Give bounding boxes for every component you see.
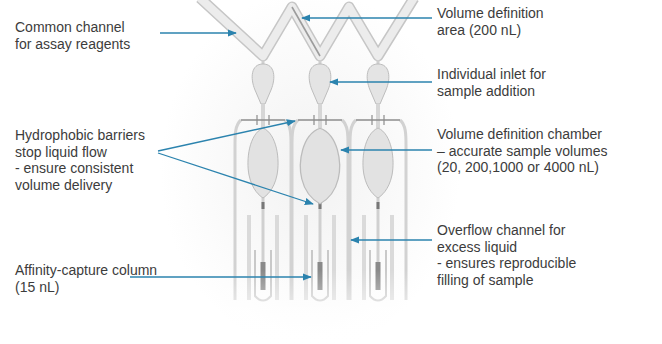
- callout-label: Hydrophobic barriers stop liquid flow - …: [15, 127, 155, 193]
- callout-label: Affinity-capture column (15 nL): [15, 262, 165, 295]
- chip-units: [235, 60, 406, 301]
- callout-label: Overflow channel for excess liquid - ens…: [437, 222, 578, 288]
- callout-label: Volume definition chamber – accurate sam…: [437, 126, 611, 176]
- callout-label: Individual inlet for sample addition: [437, 66, 557, 99]
- chip-shadow: [160, 0, 460, 344]
- callout-label: Common channel for assay reagents: [15, 19, 133, 52]
- fade-overlay: [180, 270, 440, 344]
- callout-label: Volume definition area (200 nL): [437, 5, 552, 38]
- leader-lines: [130, 18, 432, 277]
- common-channel: [200, 0, 414, 56]
